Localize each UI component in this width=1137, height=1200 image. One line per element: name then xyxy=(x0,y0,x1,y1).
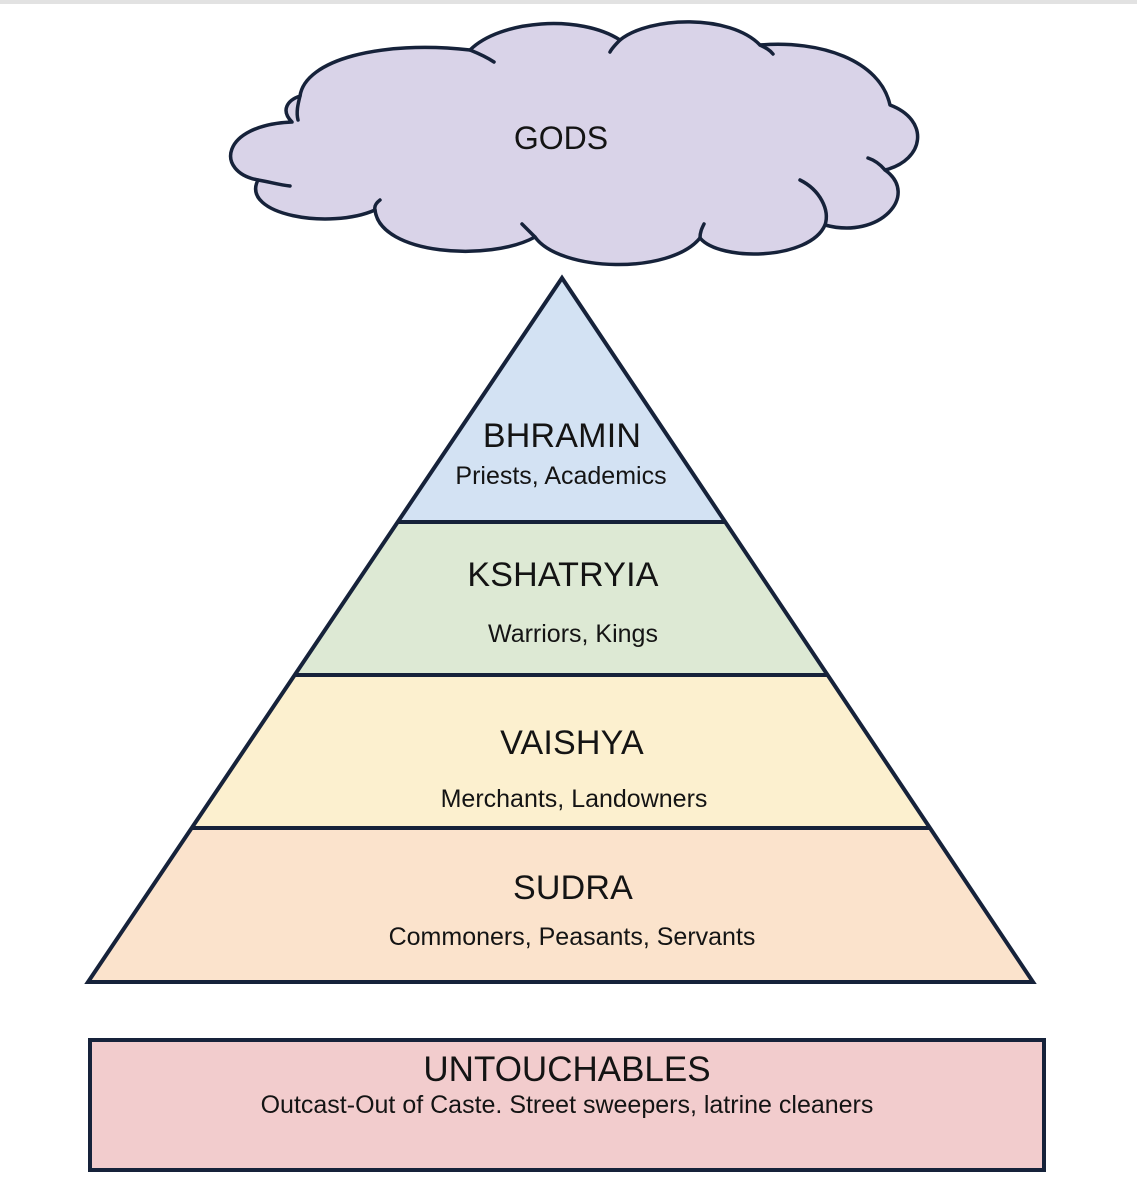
top-border-strip xyxy=(0,0,1137,4)
tier-vaishya-shape xyxy=(192,675,930,828)
gods-cloud-shape xyxy=(229,20,920,267)
tier-vaishya-subtitle: Merchants, Landowners xyxy=(440,785,708,813)
tier-sudra-shape xyxy=(88,828,1033,982)
gods-cloud-detail xyxy=(373,198,382,212)
tier-sudra-title: SUDRA xyxy=(512,869,634,907)
tier-vaishya-title: VAISHYA xyxy=(500,724,644,762)
gods-cloud-detail xyxy=(295,94,302,122)
tier-sudra-subtitle: Commoners, Peasants, Servants xyxy=(388,923,756,951)
gods-cloud-detail xyxy=(468,48,496,64)
gods-cloud-detail xyxy=(256,178,292,188)
tier-kshatryia-subtitle: Warriors, Kings xyxy=(488,620,658,648)
gods-cloud-detail xyxy=(798,178,828,227)
gods-cloud-detail xyxy=(758,43,775,56)
tier-bhramin-shape xyxy=(398,278,726,522)
tier-bhramin-subtitle: Priests, Academics xyxy=(455,462,667,490)
gods-cloud-detail xyxy=(520,222,537,239)
untouchables-subtitle: Outcast-Out of Caste. Street sweepers, l… xyxy=(260,1091,874,1119)
gods-cloud-detail xyxy=(608,38,622,54)
tier-kshatryia-shape xyxy=(295,522,828,675)
gods-cloud-detail xyxy=(866,156,887,172)
gods-label: GODS xyxy=(513,120,609,156)
untouchables-title: UNTOUCHABLES xyxy=(423,1050,711,1089)
untouchables-box: UNTOUCHABLES Outcast-Out of Caste. Stree… xyxy=(88,1038,1046,1172)
pyramid-outline xyxy=(84,274,1037,984)
tier-bhramin-title: BHRAMIN xyxy=(482,417,642,455)
gods-cloud-detail xyxy=(698,222,706,240)
tier-kshatryia-title: KSHATRYIA xyxy=(467,556,659,594)
